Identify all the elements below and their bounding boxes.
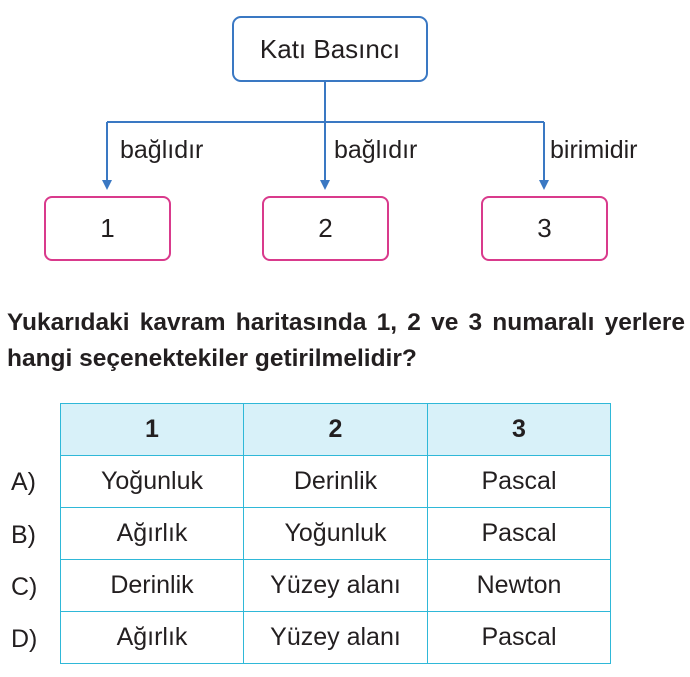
concept-root-label: Katı Basıncı bbox=[259, 33, 401, 64]
cell-a-2: Derinlik bbox=[243, 455, 428, 508]
concept-map-connectors bbox=[102, 82, 549, 190]
option-d-label[interactable]: D) bbox=[11, 625, 38, 653]
edge-label-3: birimidir bbox=[550, 136, 638, 164]
cell-d-3: Pascal bbox=[427, 611, 611, 664]
concept-root-node: Katı Basıncı bbox=[232, 16, 428, 82]
cell-b-2: Yoğunluk bbox=[243, 507, 428, 560]
edge-label-1: bağlıdır bbox=[120, 136, 204, 164]
header-3: 3 bbox=[427, 403, 611, 456]
cell-a-3: Pascal bbox=[427, 455, 611, 508]
option-c-label[interactable]: C) bbox=[11, 573, 38, 601]
table-row-a[interactable]: Yoğunluk Derinlik Pascal bbox=[60, 455, 611, 508]
concept-node-1: 1 bbox=[44, 196, 171, 261]
cell-c-2: Yüzey alanı bbox=[243, 559, 428, 612]
cell-b-3: Pascal bbox=[427, 507, 611, 560]
cell-b-1: Ağırlık bbox=[60, 507, 244, 560]
table-header-row: 1 2 3 bbox=[60, 403, 611, 456]
table-row-c[interactable]: Derinlik Yüzey alanı Newton bbox=[60, 559, 611, 612]
concept-node-1-label: 1 bbox=[100, 213, 115, 243]
table-row-d[interactable]: Ağırlık Yüzey alanı Pascal bbox=[60, 611, 611, 664]
concept-node-3-label: 3 bbox=[537, 213, 552, 243]
cell-c-3: Newton bbox=[427, 559, 611, 612]
cell-c-1: Derinlik bbox=[60, 559, 244, 612]
cell-a-1: Yoğunluk bbox=[60, 455, 244, 508]
edge-label-2: bağlıdır bbox=[334, 136, 418, 164]
header-2: 2 bbox=[243, 403, 428, 456]
cell-d-1: Ağırlık bbox=[60, 611, 244, 664]
option-b-label[interactable]: B) bbox=[11, 521, 36, 549]
cell-d-2: Yüzey alanı bbox=[243, 611, 428, 664]
concept-node-2-label: 2 bbox=[318, 213, 333, 243]
concept-node-3: 3 bbox=[481, 196, 608, 261]
concept-node-2: 2 bbox=[262, 196, 389, 261]
answer-table: 1 2 3 Yoğunluk Derinlik Pascal Ağırlık Y… bbox=[60, 403, 611, 664]
header-1: 1 bbox=[60, 403, 244, 456]
table-row-b[interactable]: Ağırlık Yoğunluk Pascal bbox=[60, 507, 611, 560]
option-a-label[interactable]: A) bbox=[11, 468, 36, 496]
question-text: Yukarıdaki kavram haritasında 1, 2 ve 3 … bbox=[7, 309, 685, 372]
